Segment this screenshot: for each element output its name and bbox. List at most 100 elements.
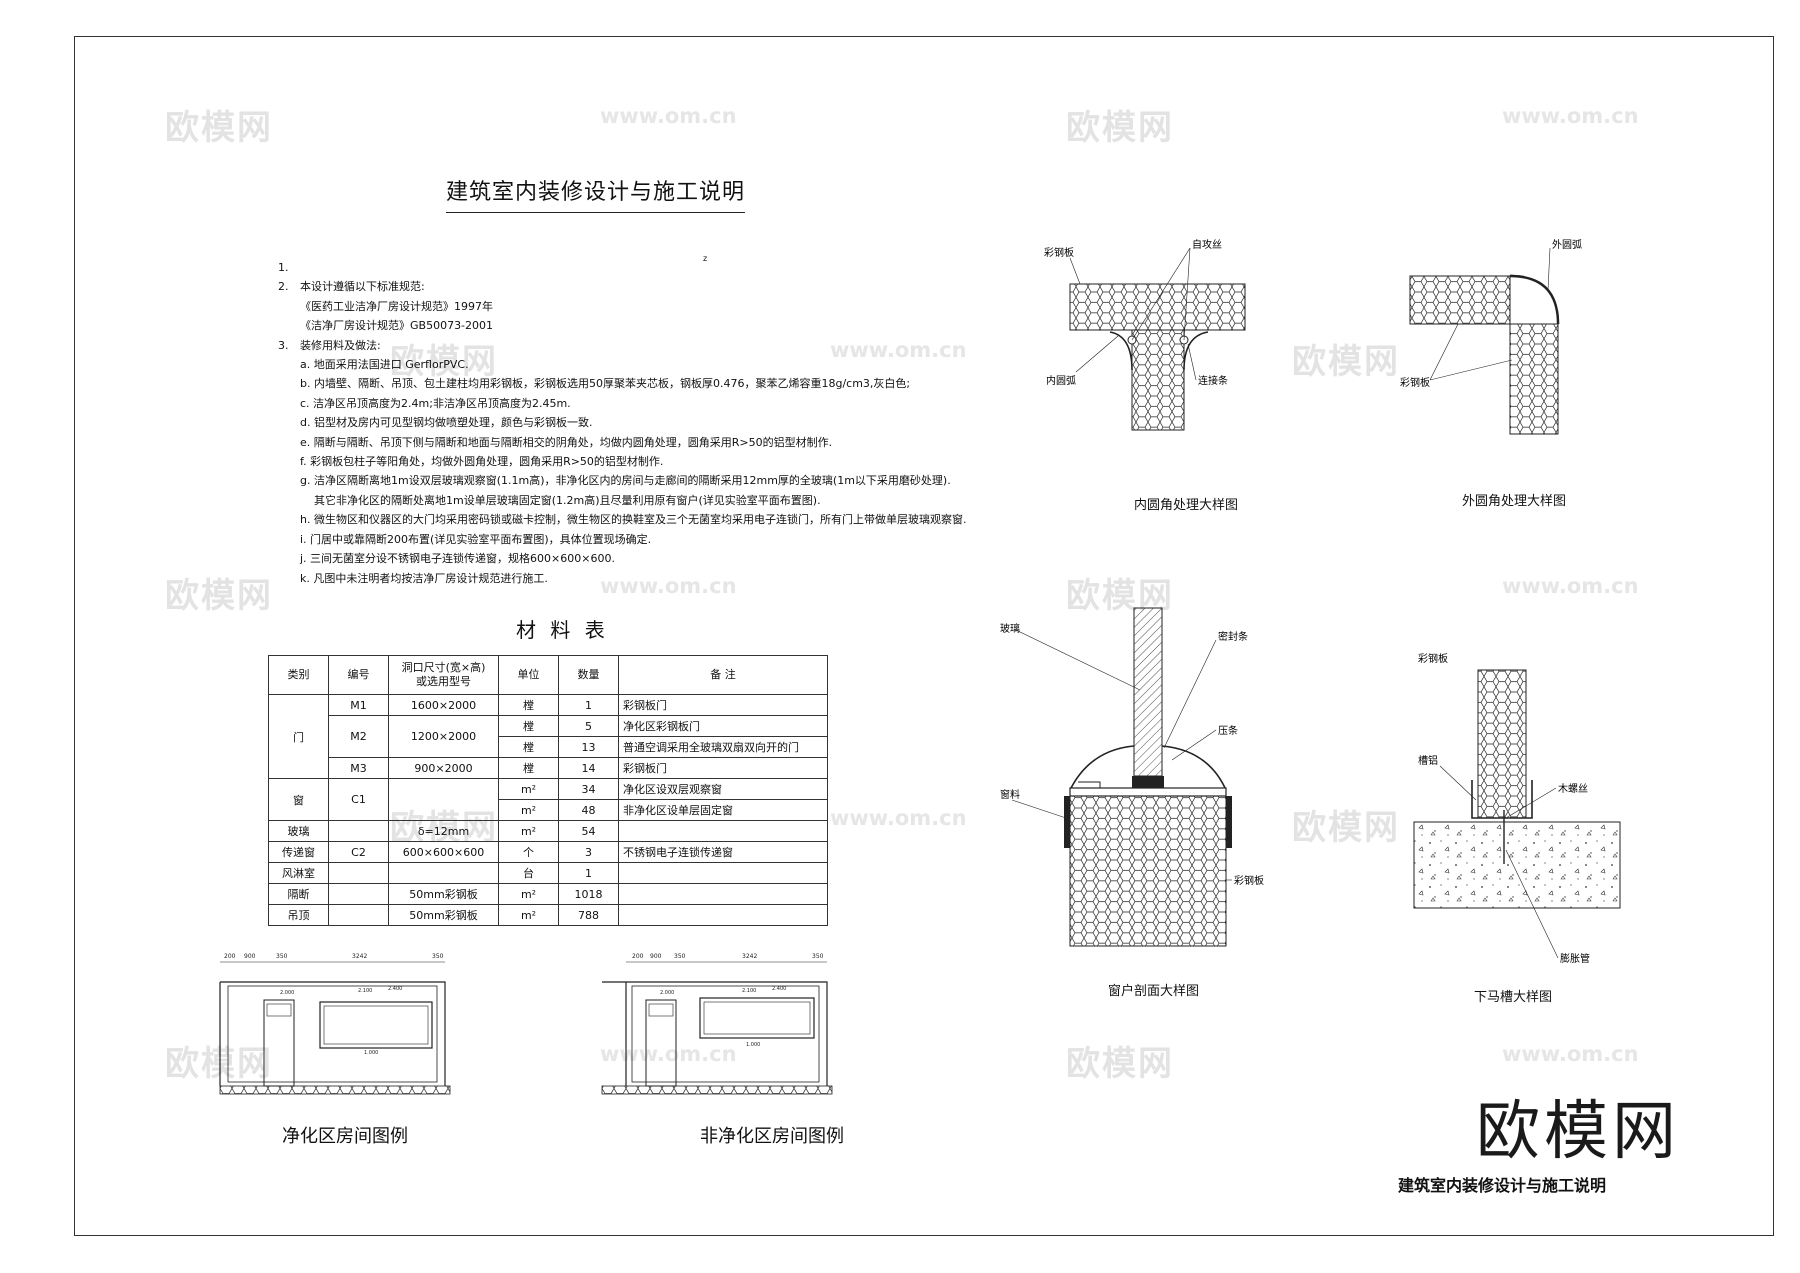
label-panel: 彩钢板 [1234, 874, 1264, 887]
note-i: i. 门居中或靠隔断200布置(详见实验室平面布置图)，具体位置现场确定. [300, 532, 652, 546]
cell-qty: 3 [558, 841, 619, 863]
label-seal: 密封条 [1218, 630, 1248, 643]
cell-size [388, 862, 499, 884]
watermark-url: www.om.cn [600, 104, 737, 128]
cell-code: M3 [328, 757, 389, 779]
height-label: 2.100 [358, 988, 372, 994]
note-g-cont: 其它非净化区的隔断处离地1m设单层玻璃固定窗(1.2m高)且尽量利用原有窗户(详… [314, 493, 821, 507]
dim-label: 900 [244, 953, 256, 960]
cell-category: 传递窗 [268, 841, 329, 863]
note-b: b. 内墙壁、隔断、吊顶、包土建柱均用彩钢板，彩钢板选用50厚聚苯夹芯板，钢板厚… [300, 377, 911, 391]
cell-unit: m² [498, 904, 559, 926]
table-row: 樘 13 普通空调采用全玻璃双扇双向开的门 [269, 736, 828, 758]
note-f: f. 彩钢板包柱子等阳角处，均做外圆角处理，圆角采用R>50的铝型材制作. [300, 455, 664, 469]
watermark-url: www.om.cn [1502, 104, 1639, 128]
cell-size: 50mm彩钢板 [388, 904, 499, 926]
cell-unit: 樘 [498, 715, 559, 737]
note-item-2: 2.本设计遵循以下标准规范: [278, 280, 425, 294]
cell-size: 50mm彩钢板 [388, 883, 499, 905]
cell-remark: 非净化区设单层固定窗 [618, 799, 828, 821]
cell-remark [618, 883, 828, 905]
watermark: 欧模网 [165, 1044, 273, 1084]
dim-label: 200 [224, 953, 236, 960]
cell-size: 600×600×600 [388, 841, 499, 863]
height-label: 2.400 [772, 986, 786, 992]
label-bead: 压条 [1218, 724, 1238, 737]
cell-code: C1 [328, 778, 389, 821]
cell-qty: 54 [558, 820, 619, 842]
table-row: 门 M1 1600×2000 樘 1 彩钢板门 [268, 694, 828, 779]
inner-corner-detail: 彩钢板 自攻丝 内圆弧 连接条 [1044, 238, 1246, 431]
height-label: 1.000 [364, 1050, 378, 1056]
cell-size: δ=12mm [388, 820, 499, 842]
cell-qty: 34 [558, 778, 619, 800]
label-inner-arc: 内圆弧 [1046, 374, 1076, 387]
watermark: 欧模网 [1066, 108, 1174, 148]
watermark: 欧模网 [1292, 342, 1400, 382]
table-row: 吊顶 50mm彩钢板 m² 788 [268, 904, 828, 926]
label-outer-arc: 外圆弧 [1552, 238, 1582, 251]
note-h: h. 微生物区和仪器区的大门均采用密码锁或磁卡控制，微生物区的换鞋室及三个无菌室… [300, 513, 967, 527]
table-row: 窗 C1 m² 34 净化区设双层观察窗 [268, 778, 828, 821]
dim-label: 350 [674, 953, 686, 960]
note-d: d. 铝型材及房内可见型钢均做喷塑处理，颜色与彩钢板一致. [300, 416, 593, 430]
dim-label: 900 [650, 953, 662, 960]
label-channel: 槽铝 [1418, 754, 1438, 767]
brand-logo: 欧模网 [1476, 1095, 1680, 1169]
height-label: 2.000 [660, 990, 674, 996]
cell-size: 1200×2000 [388, 715, 499, 758]
cell-qty: 788 [558, 904, 619, 926]
height-label: 2.400 [388, 986, 402, 992]
table-header-row: 类别 编号 洞口尺寸(宽×高)或选用型号 单位 数量 备 注 [268, 655, 828, 695]
cell-remark: 不锈钢电子连锁传递窗 [618, 841, 828, 863]
cell-code [328, 883, 389, 905]
header-size: 洞口尺寸(宽×高)或选用型号 [388, 655, 499, 695]
drawing-frame [74, 36, 1774, 1236]
header-qty: 数量 [558, 655, 619, 695]
label-panel: 彩钢板 [1400, 376, 1430, 389]
cell-code: C2 [328, 841, 389, 863]
table-row: M3 900×2000 樘 14 彩钢板门 [269, 757, 828, 779]
label-wood-screw: 木螺丝 [1558, 783, 1588, 795]
cell-unit: m² [498, 778, 559, 800]
height-label: 1.000 [746, 1042, 760, 1048]
cell-code [328, 862, 389, 884]
footer-title: 建筑室内装修设计与施工说明 [1398, 1176, 1607, 1195]
watermark: 欧模网 [390, 342, 498, 382]
cell-remark [618, 820, 828, 842]
watermark-url: www.om.cn [1502, 1042, 1639, 1066]
cell-code [328, 904, 389, 926]
note-k: k. 凡图中未注明者均按洁净厂房设计规范进行施工. [300, 571, 548, 585]
watermark-url: www.om.cn [1502, 574, 1639, 598]
watermark-url: www.om.cn [600, 574, 737, 598]
label-frame: 窗料 [1000, 788, 1020, 801]
cell-qty: 14 [558, 757, 619, 779]
cell-code: M2 [328, 715, 389, 758]
cell-qty: 1 [558, 694, 619, 716]
watermark: 欧模网 [1292, 808, 1400, 848]
label-panel: 彩钢板 [1418, 652, 1448, 665]
cell-remark [618, 904, 828, 926]
skirting-caption: 下马槽大样图 [1474, 990, 1553, 1005]
cell-category: 玻璃 [268, 820, 329, 842]
note-g: g. 洁净区隔断离地1m设双层玻璃观察窗(1.1m高)，非净化区内的房间与走廊间… [300, 474, 951, 488]
dim-label: 3242 [742, 953, 757, 960]
watermark: 欧模网 [165, 108, 273, 148]
table-row: 风淋室 台 1 [268, 862, 828, 884]
watermark-url: www.om.cn [600, 1042, 737, 1066]
cell-remark: 净化区彩钢板门 [618, 715, 828, 737]
dim-label: 350 [432, 953, 444, 960]
skirting-detail: 彩钢板 槽铝 木螺丝 膨胀管 [1413, 652, 1621, 965]
label-glass: 玻璃 [1000, 622, 1020, 635]
cell-remark: 彩钢板门 [618, 694, 828, 716]
label-panel: 彩钢板 [1044, 246, 1074, 259]
cell-remark: 普通空调采用全玻璃双扇双向开的门 [618, 736, 828, 758]
cell-unit: m² [498, 820, 559, 842]
note-item-1: 1. [278, 261, 289, 274]
cell-qty: 5 [558, 715, 619, 737]
materials-title: 材 料 表 [516, 618, 609, 642]
cell-unit: 樘 [498, 757, 559, 779]
nonclean-room-diagram: 200 900 350 3242 350 2.000 2.100 2.400 1… [601, 953, 833, 1095]
note-j: j. 三间无菌室分设不锈钢电子连锁传递窗，规格600×600×600. [300, 552, 615, 566]
note-a: a. 地面采用法国进口 GerflorPVC. [300, 358, 469, 372]
